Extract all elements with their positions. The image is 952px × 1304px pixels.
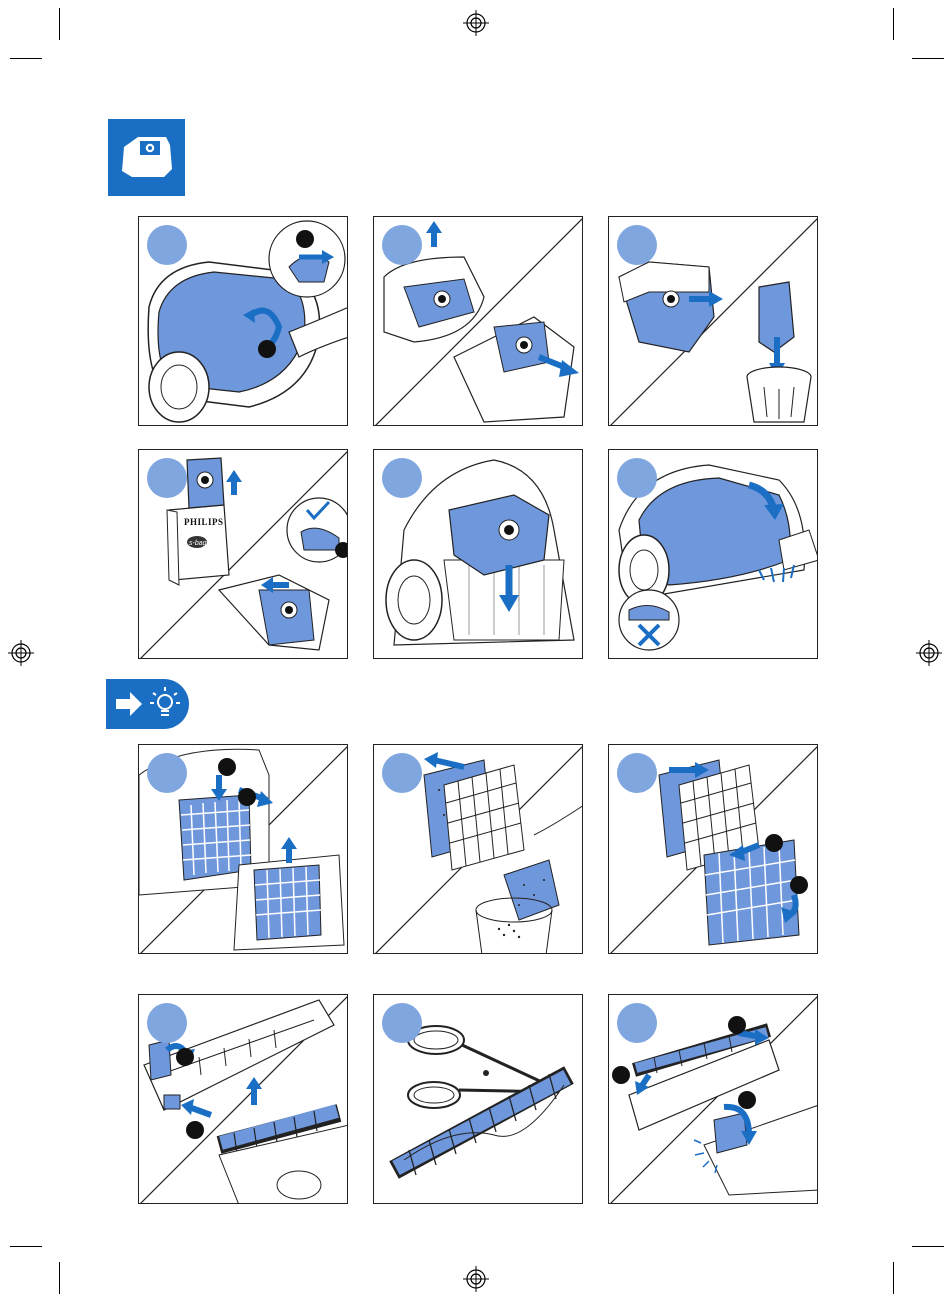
crop-mark — [893, 8, 894, 40]
panel-filter-1 — [138, 744, 348, 954]
bag-box-product: s-bag — [189, 540, 207, 547]
step-badge — [382, 753, 422, 793]
step-badge — [147, 225, 187, 265]
step-badge — [617, 225, 657, 265]
crop-mark — [10, 58, 42, 59]
arrow-lightbulb-icon — [106, 679, 192, 729]
bag-box-brand: PHILIPS — [184, 517, 224, 527]
panel-bag-4: PHILIPS s-bag — [138, 449, 348, 659]
step-badge — [147, 1003, 187, 1043]
panel-brush-3 — [608, 994, 818, 1204]
crop-mark — [912, 58, 944, 59]
crop-mark — [59, 1262, 60, 1294]
step-badge — [147, 753, 187, 793]
panel-brush-2 — [373, 994, 583, 1204]
panel-bag-1 — [138, 216, 348, 426]
panel-bag-5 — [373, 449, 583, 659]
step-badge — [382, 225, 422, 265]
step-badge — [147, 458, 187, 498]
step-badge — [617, 753, 657, 793]
registration-mark-icon — [463, 1266, 489, 1292]
registration-mark-icon — [916, 640, 942, 666]
panel-bag-3 — [608, 216, 818, 426]
step-badge — [382, 1003, 422, 1043]
panel-bag-6 — [608, 449, 818, 659]
dust-bag-icon — [108, 119, 185, 196]
panel-filter-3 — [608, 744, 818, 954]
panel-bag-2 — [373, 216, 583, 426]
registration-mark-icon — [463, 10, 489, 36]
panel-brush-1 — [138, 994, 348, 1204]
crop-mark — [10, 1246, 42, 1247]
step-badge — [617, 1003, 657, 1043]
crop-mark — [912, 1246, 944, 1247]
step-badge — [617, 458, 657, 498]
step-badge — [382, 458, 422, 498]
crop-mark — [59, 8, 60, 40]
panel-filter-2 — [373, 744, 583, 954]
registration-mark-icon — [8, 640, 34, 666]
crop-mark — [893, 1262, 894, 1294]
